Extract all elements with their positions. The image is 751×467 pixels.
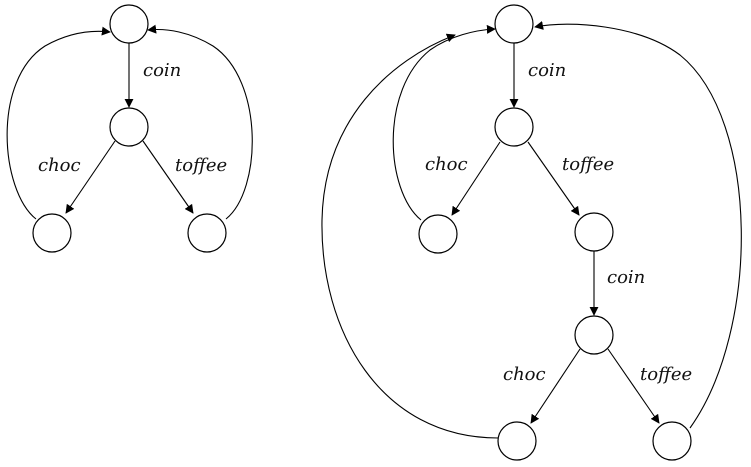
- right-diagram: coin choc toffee coin choc toffee: [321, 4, 742, 461]
- edge-right-toffee-2-return: [534, 21, 742, 429]
- edge-right-choc-1-return: [392, 24, 496, 221]
- edge-right-choc-2-return: [321, 33, 499, 439]
- state-node-right-toffee-2: [652, 421, 692, 461]
- state-node-left-choice: [109, 107, 149, 147]
- state-node-left-start: [109, 4, 149, 44]
- edge-left-choc-return: [6, 26, 111, 220]
- edge-label-right-coin-1: coin: [528, 60, 566, 81]
- state-node-right-toffee-1: [574, 212, 614, 252]
- left-diagram: coin choc toffee: [6, 4, 253, 253]
- edge-label-right-choc-1: choc: [425, 154, 468, 175]
- state-node-left-choc: [32, 213, 72, 253]
- edge-left-toffee-return: [147, 24, 253, 220]
- edge-left-toffee: [142, 140, 194, 214]
- edge-left-choc: [65, 140, 116, 214]
- edge-label-right-toffee-2: toffee: [640, 364, 692, 385]
- state-node-right-choc-2: [497, 421, 537, 461]
- state-node-left-toffee: [187, 213, 227, 253]
- edge-label-right-toffee-1: toffee: [562, 154, 614, 175]
- state-node-right-choice-1: [494, 107, 534, 147]
- edge-right-choc-2: [530, 348, 581, 424]
- state-node-right-choc-1: [418, 214, 458, 254]
- state-node-right-start: [494, 4, 534, 44]
- edge-right-choc-1: [451, 141, 501, 216]
- edge-label-left-choc: choc: [38, 155, 81, 176]
- edge-label-right-coin-2: coin: [607, 267, 645, 288]
- edge-label-right-choc-2: choc: [503, 364, 546, 385]
- edge-right-toffee-2: [607, 348, 660, 424]
- edge-right-toffee-1: [527, 141, 580, 216]
- state-node-right-choice-2: [574, 315, 614, 355]
- edge-label-left-toffee: toffee: [175, 155, 227, 176]
- edge-label-left-coin: coin: [143, 60, 181, 81]
